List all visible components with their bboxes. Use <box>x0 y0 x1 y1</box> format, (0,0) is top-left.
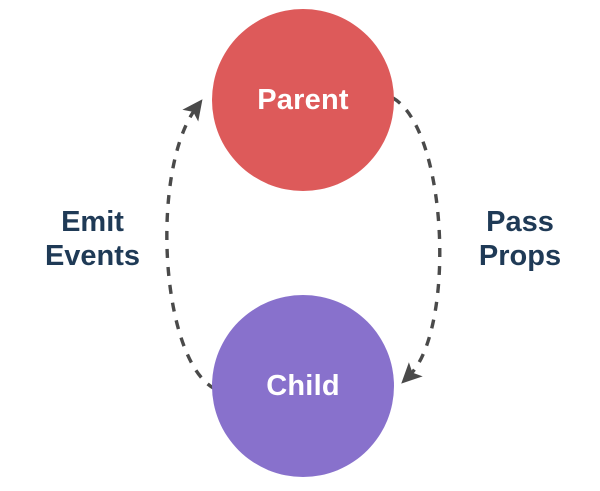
node-child[interactable]: Child <box>212 295 394 477</box>
edge-label-pass-props: Pass Props <box>478 206 562 272</box>
node-parent[interactable]: Parent <box>212 9 394 191</box>
node-child-label: Child <box>266 369 340 402</box>
node-parent-label: Parent <box>257 83 349 116</box>
edge-label-emit-events: Emit Events <box>44 206 141 272</box>
pass-props-connector <box>392 96 442 384</box>
